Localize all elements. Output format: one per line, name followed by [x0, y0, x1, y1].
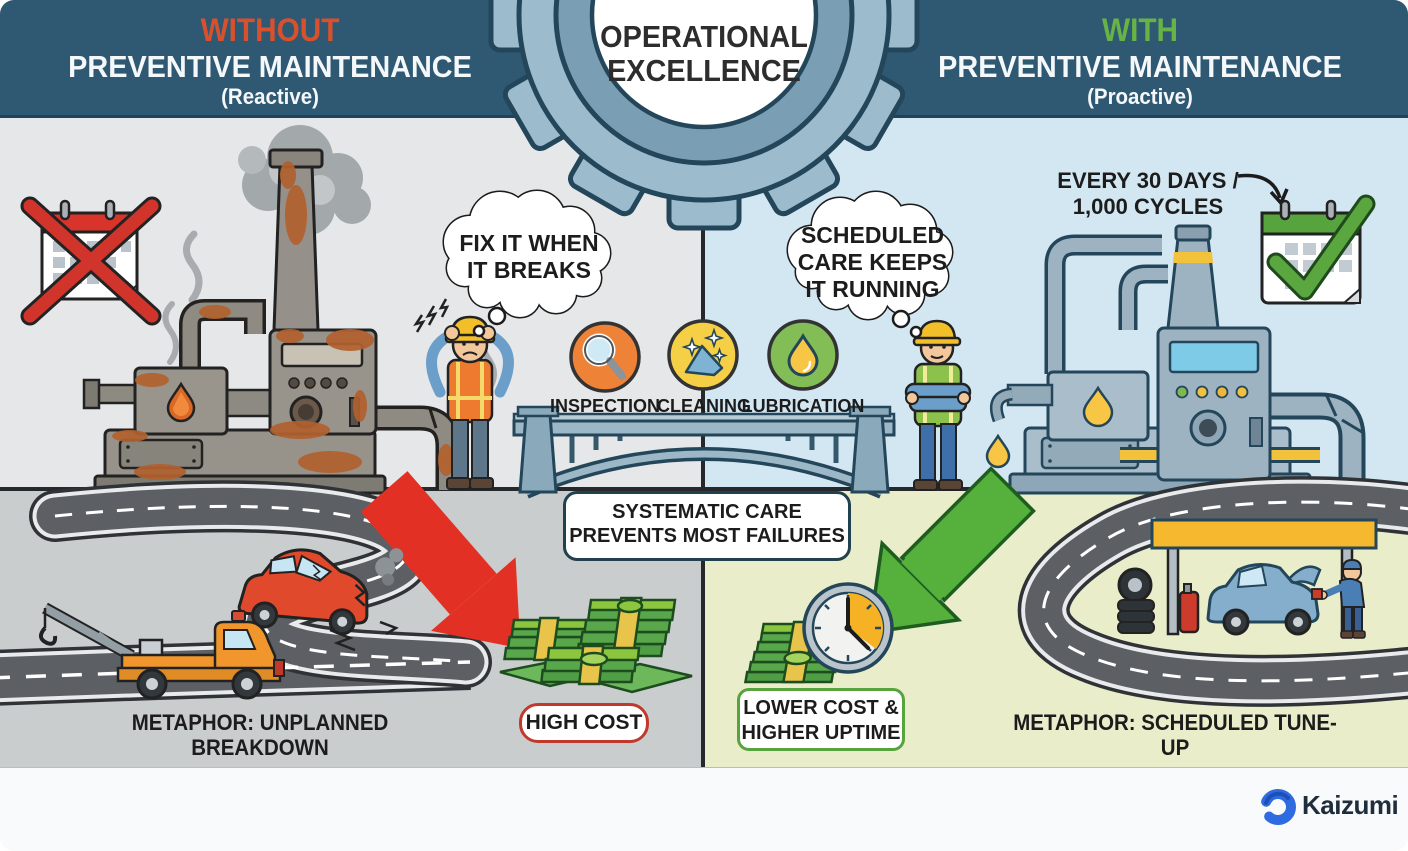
- panel-reactive-top: [0, 118, 703, 489]
- pillar-label-cleaning: CLEANING: [657, 396, 751, 416]
- header-right-qualifier: WITH: [1101, 12, 1179, 48]
- gear-title: OPERATIONAL EXCELLENCE: [589, 20, 820, 88]
- gear-title-line1: OPERATIONAL: [600, 19, 808, 54]
- footer-band: [0, 767, 1408, 851]
- thought-right-line3: IT RUNNING: [805, 276, 940, 302]
- schedule-line1: EVERY 30 DAYS /: [1057, 168, 1239, 193]
- brand-logo: Kaizumi: [1256, 786, 1399, 824]
- brand-name: Kaizumi: [1302, 789, 1399, 820]
- sys-line1: SYSTEMATIC CARE: [612, 501, 802, 523]
- brand-icon-spacer: [1256, 786, 1294, 824]
- metaphor-left: METAPHOR: UNPLANNED BREAKDOWN: [131, 710, 389, 761]
- benefit-badge: LOWER COST & HIGHER UPTIME: [737, 688, 905, 751]
- thought-text-left: FIX IT WHEN IT BREAKS: [448, 230, 610, 284]
- benefit-line1: LOWER COST &: [743, 697, 899, 719]
- header-left-title: PREVENTIVE MAINTENANCE: [68, 48, 472, 84]
- gear-title-line2: EXCELLENCE: [607, 53, 801, 88]
- header-left-qualifier: WITHOUT: [200, 12, 340, 48]
- header-right: WITH PREVENTIVE MAINTENANCE (Proactive): [935, 12, 1344, 110]
- thought-left-line1: FIX IT WHEN: [459, 230, 599, 256]
- benefit-line2: HIGHER UPTIME: [741, 722, 901, 744]
- thought-right-line1: SCHEDULED: [800, 222, 945, 248]
- vertical-divider: [701, 115, 705, 767]
- header-left: WITHOUT PREVENTIVE MAINTENANCE (Reactive…: [65, 12, 474, 110]
- schedule-line2: 1,000 CYCLES: [1072, 194, 1224, 219]
- pillar-label-lubrication: LUBRICATION: [741, 396, 865, 416]
- header-right-title: PREVENTIVE MAINTENANCE: [938, 48, 1342, 84]
- thought-left-line2: IT BREAKS: [467, 257, 591, 283]
- header-left-subtitle: (Reactive): [221, 84, 319, 110]
- metaphor-right: METAPHOR: SCHEDULED TUNE-UP: [1013, 710, 1337, 761]
- schedule-note: EVERY 30 DAYS / 1,000 CYCLES: [1042, 168, 1254, 220]
- sys-line2: PREVENTS MOST FAILURES: [569, 525, 845, 547]
- systematic-care-banner: SYSTEMATIC CARE PREVENTS MOST FAILURES: [563, 491, 851, 561]
- high-cost-badge: HIGH COST: [519, 703, 649, 743]
- thought-right-line2: CARE KEEPS: [797, 249, 948, 275]
- thought-text-right: SCHEDULED CARE KEEPS IT RUNNING: [795, 222, 950, 303]
- pillar-label-inspection: INSPECTION: [549, 396, 660, 416]
- header-right-subtitle: (Proactive): [1087, 84, 1193, 110]
